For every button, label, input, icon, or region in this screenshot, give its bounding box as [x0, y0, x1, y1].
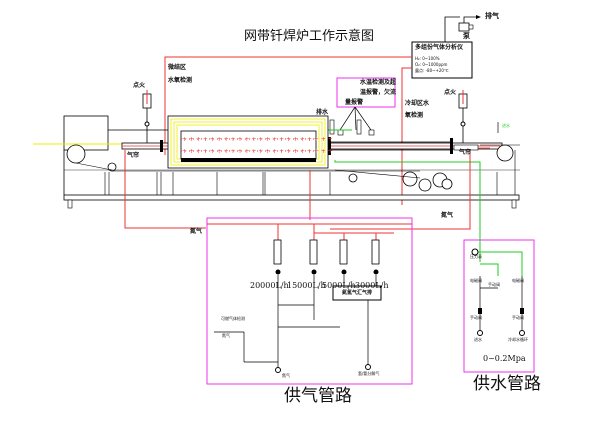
diagram-title: 网带钎焊炉工作示意图	[244, 29, 375, 44]
water-in-small-label: 进水	[502, 123, 510, 128]
base-frame	[63, 194, 520, 201]
ignite-left-label: 点火	[133, 82, 146, 89]
nitrogen-right-label: 氮气	[441, 212, 454, 219]
water-manual-left-label: 手动阀	[470, 315, 482, 320]
drain-water-line	[324, 126, 352, 131]
entry-housing	[63, 115, 109, 151]
water-alarm-box	[336, 77, 396, 108]
gas-curtain-left-label: 气帘	[127, 152, 140, 159]
nitrogen-left-label: 氮气	[190, 228, 203, 235]
analyzer-line-2: O₂: 0~1000ppm	[415, 62, 448, 67]
nitrogen-line-left	[124, 150, 206, 229]
exhaust-pipe	[463, 16, 476, 23]
flow-rate-4: 3000L/h	[355, 281, 389, 290]
entry-drum-icon	[66, 144, 86, 164]
water-pressure-label: 0~0.2Mpa	[483, 354, 526, 363]
drain-label: 排水	[316, 109, 329, 116]
sample-line-heating	[164, 56, 412, 155]
water-manual-right-label: 手动阀	[512, 315, 524, 320]
gas-analyzer-box	[411, 41, 473, 79]
ignite-right-label: 点火	[444, 89, 457, 96]
pump-label: 泵	[463, 32, 470, 40]
svg-text:+ + + + + + + + + + + + + + +: + + + + + + + + + + + + + + + + + + + + …	[182, 148, 333, 155]
gas-inlet-h2-label: 氢/氨分解气	[358, 371, 380, 376]
gas-curtain-right-label: 气帘	[459, 149, 472, 156]
gas-section-title: 供气管路	[284, 386, 352, 406]
analyzer-pipe	[444, 16, 460, 42]
pump-icon	[458, 22, 470, 32]
cooling-water-line	[334, 160, 481, 205]
water-supply-box	[463, 239, 535, 373]
gas-inlet-n2-label: 氮气	[222, 333, 230, 338]
exit-drum-icon	[496, 144, 514, 162]
water-manual-label: 手动阀	[488, 282, 500, 287]
flow-rate-1: 20000L/h	[250, 281, 289, 290]
water-solenoid-left-label: 电磁阀	[470, 278, 482, 283]
heating-zone-label-1: 微结区	[168, 64, 187, 71]
heating-zone-label-2: 水氧检测	[168, 77, 193, 84]
cooling-zone-label-2: 氧检测	[405, 112, 424, 119]
exhaust-arrow-icon	[476, 15, 481, 19]
gas-supply-box	[206, 217, 413, 385]
flow-rate-3: 5000L/h	[322, 281, 356, 290]
alarm-label-2: 温报警，欠流	[360, 89, 397, 96]
gas-inlet-bottom-label: 氮气	[282, 373, 290, 378]
gas-side-label: 可燃气体检测	[221, 316, 245, 321]
analyzer-line-3: 露点: -80~+20℃	[415, 68, 449, 73]
nitrogen-line-right	[330, 150, 471, 230]
sample-line-cooling	[401, 67, 412, 205]
mixer-label: 氮氢气汇气排	[342, 290, 373, 296]
water-gauge-label: 压力表	[470, 254, 482, 259]
cooling-zone-label-1: 冷却区水	[405, 100, 430, 107]
water-section-title: 供水管路	[473, 374, 541, 394]
alarm-label-3: 量报警	[345, 99, 364, 106]
water-inlet-label: 进水	[474, 337, 482, 342]
exhaust-label: 排气	[485, 12, 499, 20]
analyzer-line-1: H₂: 0~100%	[415, 56, 440, 61]
svg-text:+ + + + + + + + + + + + + + +: + + + + + + + + + + + + + + + + + + + + …	[182, 136, 333, 143]
flow-rate-2: 15000L/h	[287, 281, 326, 290]
mixer-box	[332, 285, 382, 301]
alarm-label-1: 水温检测及超	[360, 79, 397, 86]
water-solenoid-right-label: 电磁阀	[512, 278, 524, 283]
water-cooling-label: 冷却水循环	[508, 337, 528, 342]
analyzer-title: 多组份气体分析仪	[415, 44, 464, 51]
pump-outlet-icon	[468, 24, 474, 30]
